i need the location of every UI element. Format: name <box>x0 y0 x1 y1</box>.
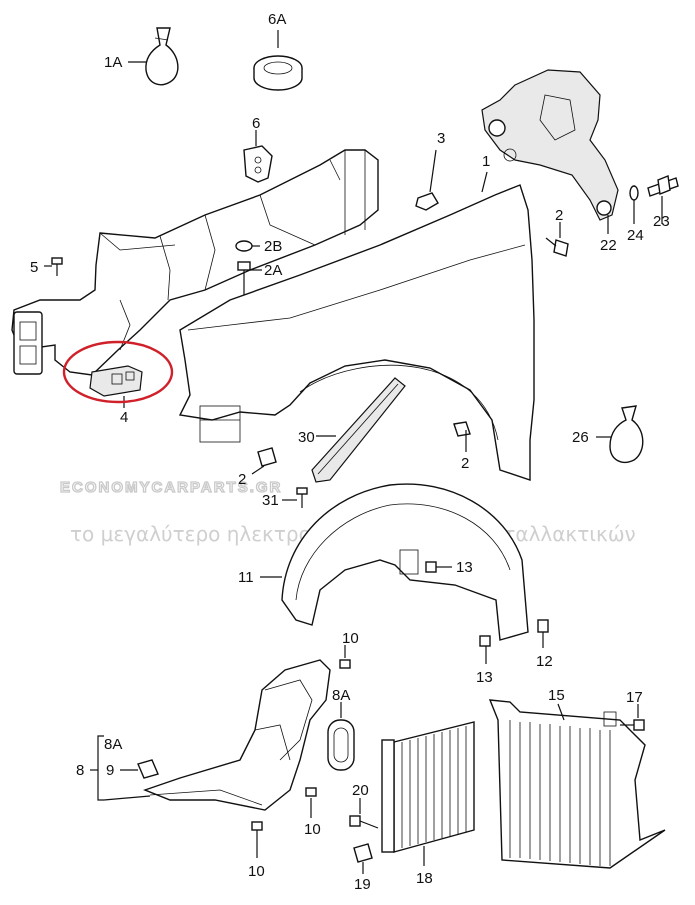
part-4-bracket[interactable] <box>89 365 143 408</box>
part-3-nut[interactable] <box>415 149 439 211</box>
callout-labels: 1A 6A 6 3 1 2 22 24 23 2B 2A 5 4 26 30 2… <box>30 11 670 893</box>
callout-2a: 2A <box>264 262 282 279</box>
part-10-bolt-a[interactable] <box>339 645 351 669</box>
watermark-brand: ECONOMYCARPARTS.GR <box>60 479 282 496</box>
callout-3: 3 <box>437 130 445 147</box>
callout-15: 15 <box>548 687 565 704</box>
part-1-fender[interactable] <box>178 171 535 481</box>
part-6-clip[interactable] <box>243 130 273 183</box>
callout-1a: 1A <box>104 54 122 71</box>
part-2b-nut[interactable] <box>235 240 260 252</box>
callout-30: 30 <box>298 429 315 446</box>
callout-17: 17 <box>626 689 643 706</box>
callout-8a-a: 8A <box>104 736 122 753</box>
callout-4: 4 <box>120 409 128 426</box>
part-17-bolt[interactable] <box>620 704 645 731</box>
part-20-screw[interactable] <box>349 798 379 829</box>
part-24-washer[interactable] <box>629 185 639 224</box>
part-1a-sealant-bag[interactable] <box>128 27 179 86</box>
part-5-bolt[interactable] <box>44 257 63 276</box>
part-26-sealant-bag[interactable] <box>596 405 644 464</box>
part-13-screw-a[interactable] <box>425 561 452 573</box>
part-13-screw-b[interactable] <box>479 635 491 664</box>
part-9-clip[interactable] <box>120 759 159 779</box>
part-6a-tape-roll[interactable] <box>253 30 303 91</box>
part-2-bolt-c[interactable] <box>251 447 277 475</box>
callout-10-b: 10 <box>304 821 321 838</box>
part-8-lower-liner[interactable] <box>142 659 331 811</box>
callout-23: 23 <box>653 213 670 230</box>
callout-2-a: 2 <box>555 207 563 224</box>
callout-6a: 6A <box>268 11 286 28</box>
part-31-screw[interactable] <box>282 487 308 508</box>
callout-13-b: 13 <box>476 669 493 686</box>
callout-13-a: 13 <box>456 559 473 576</box>
callout-26: 26 <box>572 429 589 446</box>
part-8a-grommet[interactable] <box>327 702 355 771</box>
callout-10-a: 10 <box>342 630 359 647</box>
callout-19: 19 <box>354 876 371 893</box>
highlight-circle <box>62 340 174 404</box>
group-8-bracket <box>90 735 151 801</box>
callout-12: 12 <box>536 653 553 670</box>
callout-31: 31 <box>262 492 279 509</box>
callout-6: 6 <box>252 115 260 132</box>
callout-1: 1 <box>482 153 490 170</box>
callout-8: 8 <box>76 762 84 779</box>
part-23-bolt[interactable] <box>647 175 679 224</box>
part-10-bolt-b[interactable] <box>305 787 317 818</box>
part-18-cooler[interactable] <box>381 721 475 866</box>
part-10-bolt-c[interactable] <box>251 821 263 858</box>
callout-2-c: 2 <box>238 471 246 488</box>
part-15-condenser[interactable] <box>488 699 666 869</box>
part-30-seal-strip[interactable] <box>311 377 406 483</box>
callout-9: 9 <box>106 762 114 779</box>
part-2-bolt-b[interactable] <box>453 421 471 452</box>
callout-2b: 2B <box>264 238 282 255</box>
callout-18: 18 <box>416 870 433 887</box>
part-22-bracket[interactable] <box>481 69 619 234</box>
part-11-wheel-arch-liner[interactable] <box>260 483 529 641</box>
callout-8a-b: 8A <box>332 687 350 704</box>
callout-20: 20 <box>352 782 369 799</box>
part-19-nut-clip[interactable] <box>353 843 373 874</box>
callout-11: 11 <box>238 569 254 586</box>
callout-24: 24 <box>627 227 644 244</box>
part-2a-bolt[interactable] <box>237 261 262 296</box>
part-12-clip[interactable] <box>537 619 549 648</box>
callout-2-b: 2 <box>461 455 469 472</box>
part-2-bolt-a[interactable] <box>545 222 569 257</box>
callout-10-c: 10 <box>248 863 265 880</box>
callout-22: 22 <box>600 237 617 254</box>
callout-5: 5 <box>30 259 38 276</box>
part-body-structure <box>11 149 379 376</box>
